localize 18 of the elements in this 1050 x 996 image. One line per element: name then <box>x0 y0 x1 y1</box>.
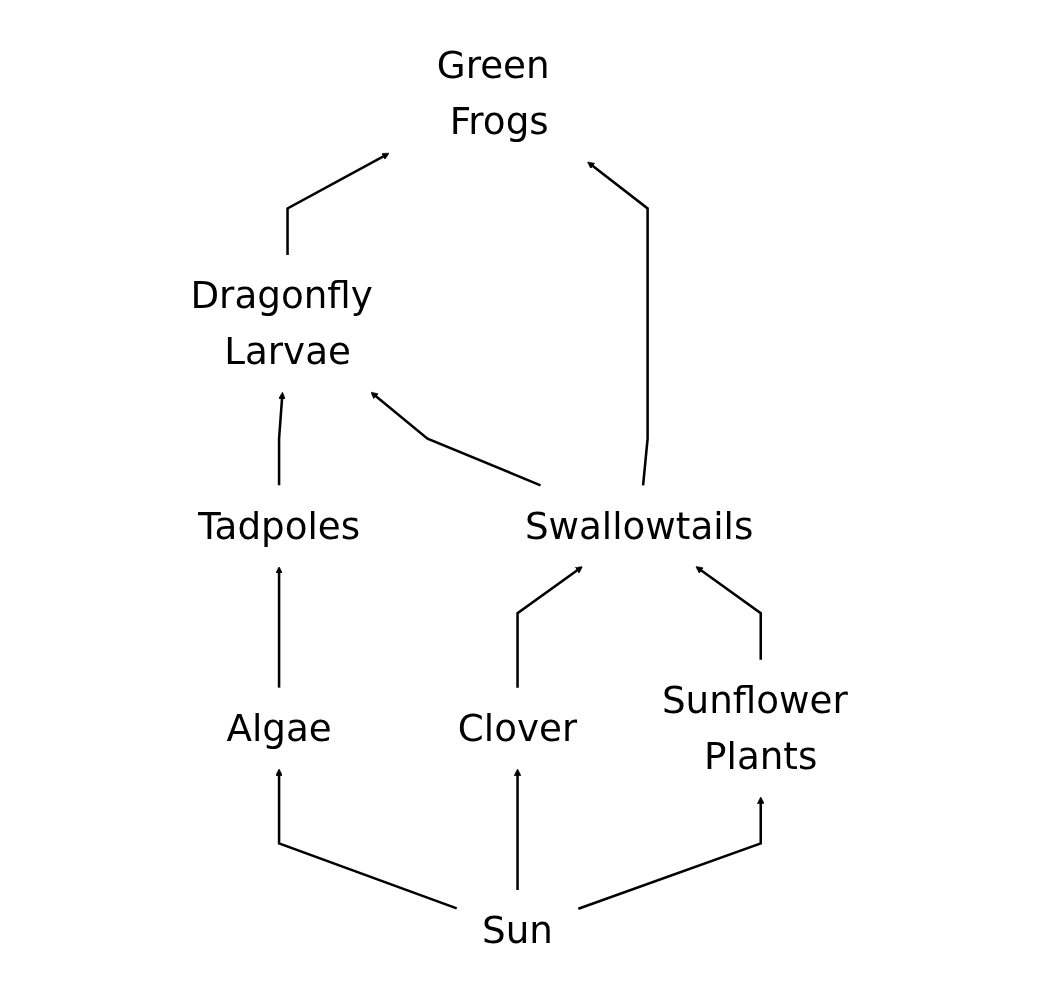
node-text: Sunflower Plants <box>661 678 848 778</box>
arrow <box>513 768 522 890</box>
arrow <box>695 566 762 660</box>
node-text: Algae <box>226 706 332 750</box>
arrow <box>275 768 458 910</box>
arrow <box>516 566 583 688</box>
node-text: Green Frogs <box>436 43 550 143</box>
arrow <box>275 566 283 688</box>
node-text: Sun <box>482 908 553 952</box>
node-text: Swallowtails <box>524 503 754 548</box>
arrow <box>577 796 765 910</box>
node-text: Clover <box>457 706 578 750</box>
arrow <box>277 391 286 486</box>
node-text: Tadpoles <box>197 503 361 548</box>
arrow <box>286 152 390 256</box>
node-text: Dragonfly Larvae <box>190 273 373 373</box>
arrow <box>370 391 541 487</box>
arrow <box>587 161 649 486</box>
